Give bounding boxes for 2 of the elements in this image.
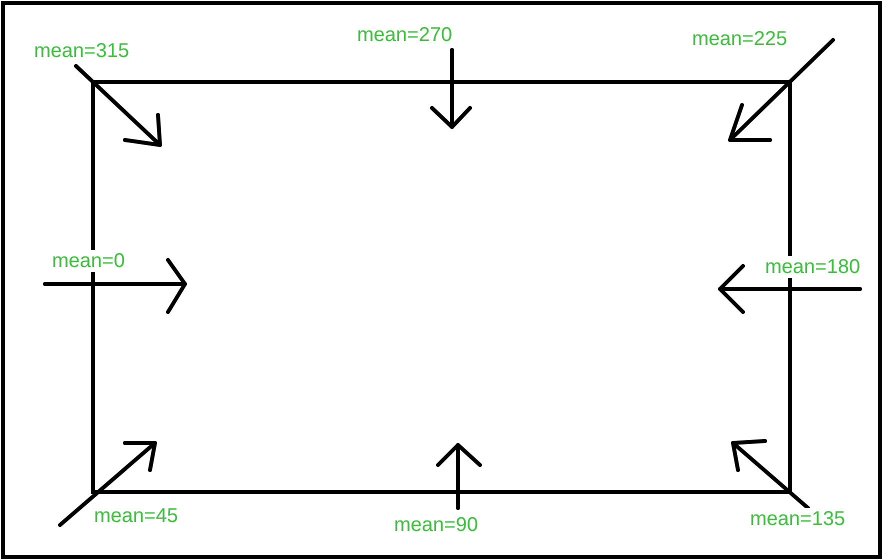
mean-angle-label: mean=180 [763, 256, 862, 278]
mean-angle-label: mean=0 [50, 250, 127, 272]
